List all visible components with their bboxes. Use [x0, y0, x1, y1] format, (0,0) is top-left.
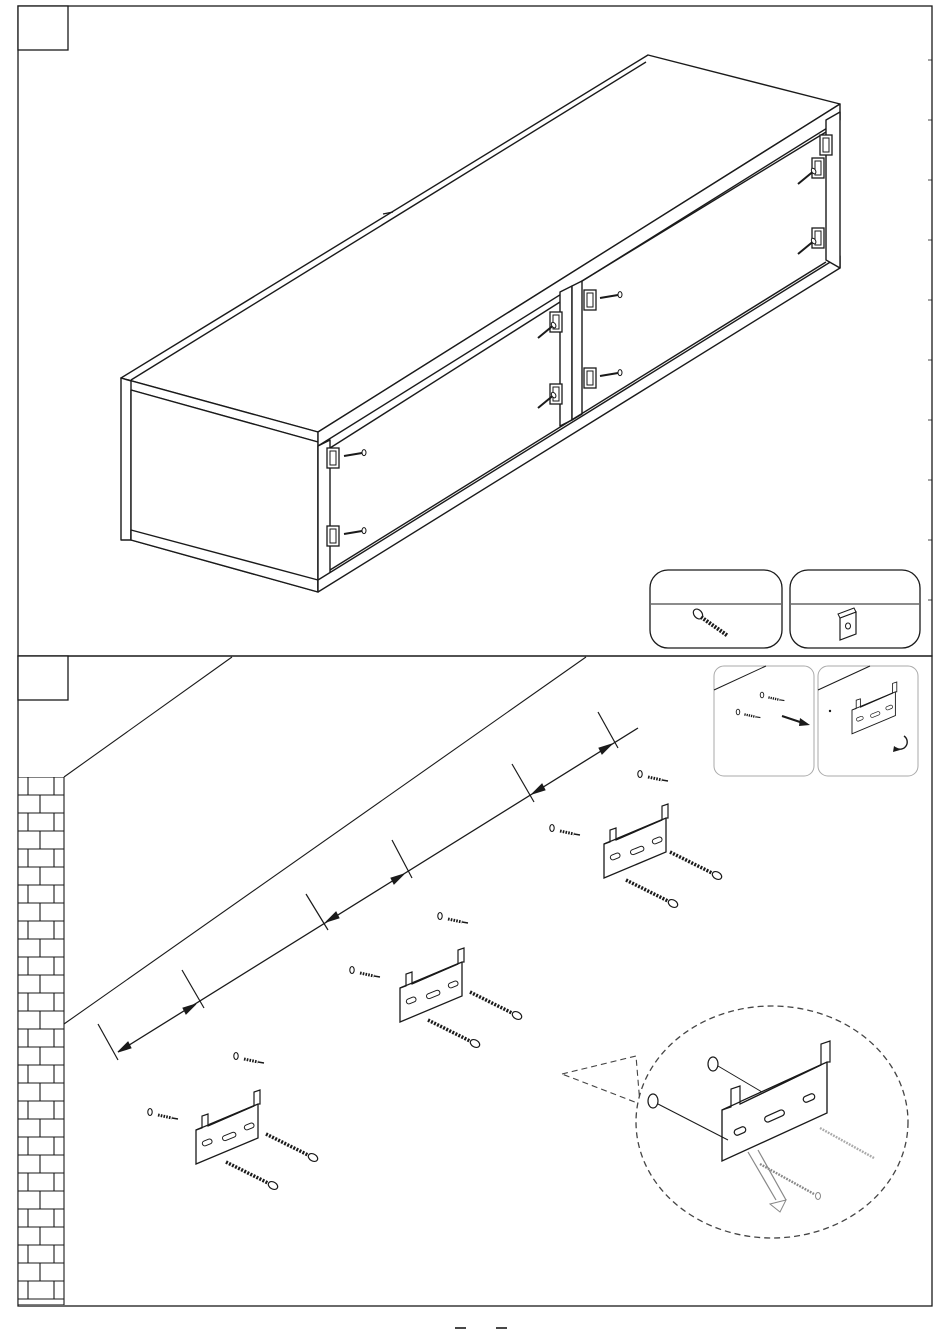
cabinet-divider — [560, 286, 572, 426]
booklet-icon — [838, 608, 856, 640]
cabinet-illustration — [121, 55, 840, 592]
wall-perspective — [64, 657, 586, 1305]
detail-inset-fix — [818, 666, 918, 776]
brick-wall — [18, 777, 64, 1305]
cabinet-left-end — [121, 378, 131, 540]
bracket-set-2 — [350, 913, 523, 1050]
cabinet-top-panel — [121, 55, 840, 432]
bracket-set-3 — [550, 771, 723, 910]
magnified-callout — [562, 1006, 908, 1238]
step-1-panel — [18, 6, 932, 656]
spacing-dimension-line — [98, 712, 638, 1060]
bracket-set-1 — [148, 1053, 319, 1192]
step-2-panel — [18, 656, 932, 1306]
parts-box-screw — [650, 570, 782, 648]
step-1-number-box — [18, 6, 68, 50]
step-2-number-box — [18, 656, 68, 700]
parts-box-manual — [790, 570, 920, 648]
detail-inset-drill — [714, 666, 814, 776]
